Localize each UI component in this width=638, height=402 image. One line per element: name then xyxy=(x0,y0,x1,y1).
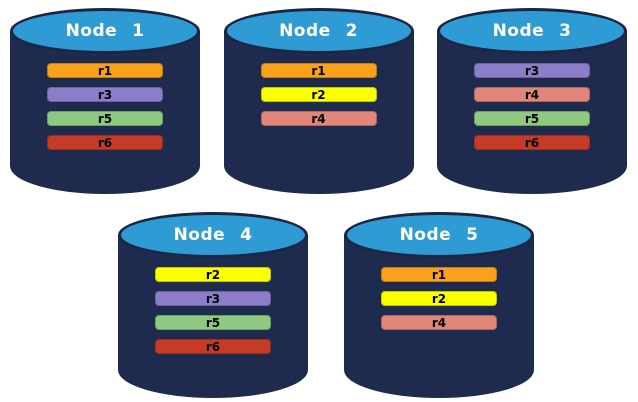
node-label: Node 2 xyxy=(279,21,358,41)
database-node: Node 3 r3 r4 r5 r6 xyxy=(437,8,627,194)
replica-bar: r5 xyxy=(155,315,271,330)
replica-bar: r1 xyxy=(47,63,163,78)
node-label: Node 4 xyxy=(173,225,253,245)
replica-bar: r5 xyxy=(47,111,163,126)
replica-bar: r3 xyxy=(47,87,163,102)
replica-bar: r6 xyxy=(474,135,590,150)
cylinder-top: Node 5 xyxy=(344,212,534,258)
replica-bar: r5 xyxy=(474,111,590,126)
replica-bar: r4 xyxy=(260,111,377,126)
replica-list: r1 r2 r4 xyxy=(344,267,534,330)
replica-bar: r2 xyxy=(260,87,377,102)
replica-bar: r2 xyxy=(155,267,271,282)
replica-bar: r3 xyxy=(155,291,271,306)
replica-list: r1 r3 r5 r6 xyxy=(10,63,200,150)
replica-bar: r4 xyxy=(474,87,590,102)
database-node: Node 1 r1 r3 r5 r6 xyxy=(10,8,200,194)
database-node: Node 2 r1 r2 r4 xyxy=(223,8,414,194)
cylinder-top: Node 3 xyxy=(437,8,627,54)
replica-bar: r1 xyxy=(260,63,377,78)
database-node: Node 4 r2 r3 r5 r6 xyxy=(118,212,308,398)
replica-bar: r6 xyxy=(47,135,163,150)
cylinder-top: Node 4 xyxy=(118,212,308,258)
node-label: Node 3 xyxy=(492,21,572,41)
replica-bar: r4 xyxy=(381,315,497,330)
replica-bar: r3 xyxy=(474,63,590,78)
replica-bar: r6 xyxy=(155,339,271,354)
database-node: Node 5 r1 r2 r4 xyxy=(344,212,534,398)
replica-list: r1 r2 r4 xyxy=(224,63,414,126)
node-label: Node 1 xyxy=(65,21,145,41)
cylinder-top: Node 2 xyxy=(223,8,414,54)
replica-bar: r1 xyxy=(381,267,497,282)
replica-bar: r2 xyxy=(381,291,497,306)
replica-list: r2 r3 r5 r6 xyxy=(118,267,308,354)
cylinder-top: Node 1 xyxy=(10,8,200,54)
node-label: Node 5 xyxy=(399,225,479,245)
replica-list: r3 r4 r5 r6 xyxy=(437,63,627,150)
node-row-2: Node 4 r2 r3 r5 r6 Node 5 r1 r2 r4 xyxy=(118,212,534,398)
